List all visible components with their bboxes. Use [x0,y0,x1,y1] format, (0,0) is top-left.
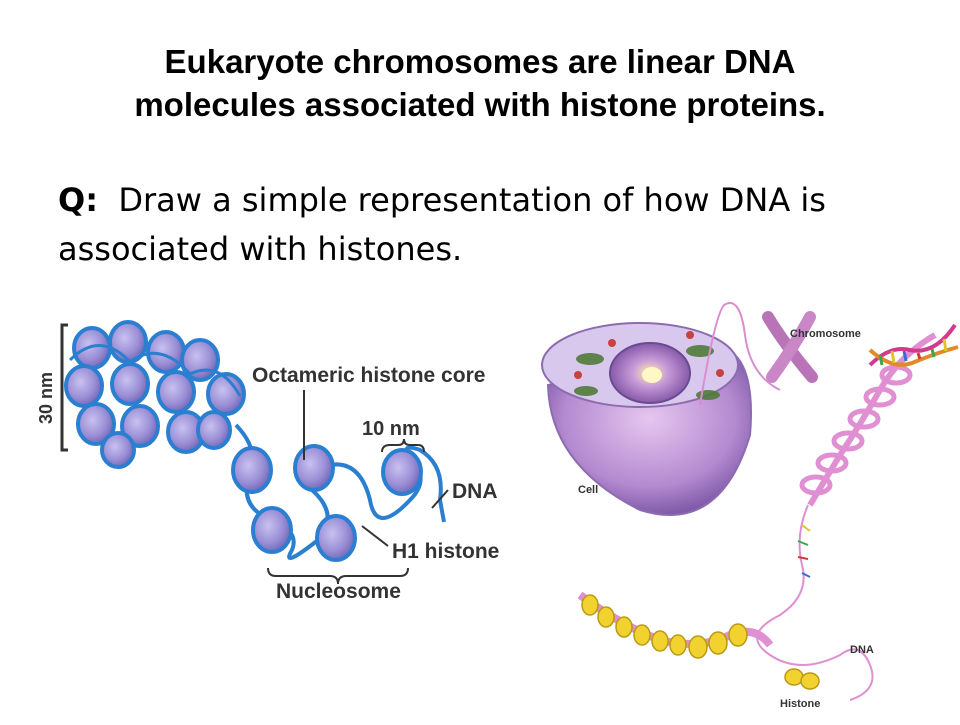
h1-leader-line [361,525,389,547]
width-brace-10nm [381,438,425,453]
nucleosome-brace [267,567,409,585]
nucleosome-disc [231,446,273,494]
dna-double-helix [868,323,959,367]
h1-histone-label: H1 histone [392,540,499,563]
octameric-core-label: Octameric histone core [252,364,485,387]
question-label: Q: [58,181,98,219]
slide-title: Eukaryote chromosomes are linear DNA mol… [0,40,960,126]
dna-helix-lower [797,524,811,578]
nucleosome-disc [251,506,293,554]
chromosome-illustration: Chromosome [762,311,861,383]
nucleosome-diagram: 30 nm [0,300,540,620]
dna-label-right: DNA [850,644,874,656]
beads-on-string [577,591,774,659]
cell-chromosome-illustration: Cell Chromosome [540,295,960,720]
dna-label-left: DNA [452,480,498,503]
scale-bracket-30nm: 30 nm [36,323,68,452]
cell-illustration: Cell [541,322,752,516]
free-histones [784,668,820,690]
scale-label-30nm: 30 nm [36,372,56,424]
nucleosome-disc [315,514,357,562]
title-line-2: molecules associated with histone protei… [134,86,826,123]
nucleosome-label: Nucleosome [276,580,401,603]
nucleosome-disc [381,448,423,496]
width-label-10nm: 10 nm [362,418,420,440]
cell-label: Cell [578,484,598,496]
dna-strand-descending [756,504,874,701]
question-text: Draw a simple representation of how DNA … [58,181,826,268]
histone-label: Histone [780,698,820,710]
question-prompt: Q: Draw a simple representation of how D… [58,176,938,274]
dna-leader-line [431,489,449,509]
title-line-1: Eukaryote chromosomes are linear DNA [164,43,796,80]
chromatin-fiber-10nm [231,423,446,562]
chromatin-thread [699,302,781,406]
chromatin-fiber-30nm [64,320,246,469]
nucleosome-disc [293,444,335,492]
chromosome-label: Chromosome [790,328,861,340]
